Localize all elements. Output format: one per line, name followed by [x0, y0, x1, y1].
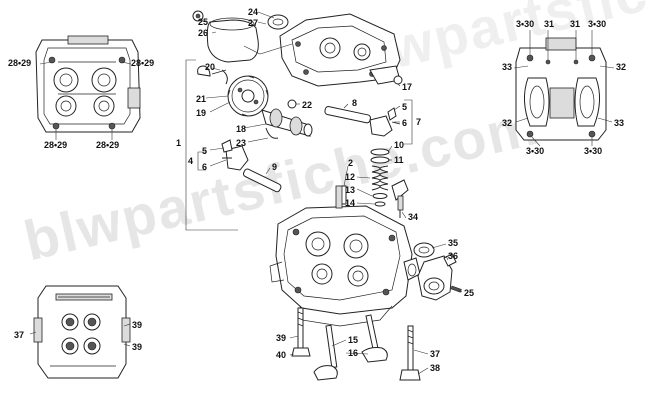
callout-label: 39 [276, 333, 287, 343]
callout-label: 12 [345, 172, 356, 182]
leader-lines [39, 61, 132, 140]
callout-label: 35 [448, 238, 459, 248]
callout-label: 13 [345, 185, 356, 195]
callout-label: 17 [402, 82, 413, 92]
callout-label: 3•30 [526, 146, 545, 156]
callout-label: 31 [544, 19, 555, 29]
callout-label: 32 [616, 62, 627, 72]
callout-label: 37 [14, 330, 25, 340]
callout-label: 6 [202, 162, 208, 172]
callout-label: 8 [352, 98, 358, 108]
callout-label: 10 [394, 140, 405, 150]
callout-label: 25 [198, 17, 209, 27]
callout-label: 4 [188, 156, 194, 166]
head-bolts-and-valves [291, 307, 421, 381]
callout-label: 24 [248, 7, 259, 17]
cylinder-head [269, 185, 421, 327]
callout-label: 19 [196, 108, 207, 118]
callout-label: 3•30 [516, 19, 535, 29]
leader-lines [343, 145, 407, 219]
callout-label: 34 [408, 212, 419, 222]
callout-label: 33 [614, 118, 625, 128]
callout-label: 6 [402, 118, 408, 128]
callout-label: 28•29 [131, 58, 155, 68]
callout-label: 18 [236, 124, 247, 134]
head-top-view-left [35, 35, 141, 133]
cam-cover-assembly [192, 10, 403, 87]
camshaft-assembly [197, 65, 401, 193]
callout-label: 3•30 [588, 19, 607, 29]
callout-label: 36 [448, 251, 459, 261]
callout-label: 32 [502, 118, 513, 128]
callout-label: 23 [236, 138, 247, 148]
callout-label: 39 [132, 320, 143, 330]
callout-label: 28•29 [44, 140, 68, 150]
callout-label: 7 [416, 117, 422, 127]
group-bracket-1 [185, 59, 238, 231]
callout-label: 40 [276, 350, 287, 360]
leader-lines [289, 335, 429, 375]
leader-lines [431, 243, 463, 293]
callout-label: 37 [430, 349, 441, 359]
leader-lines [197, 67, 413, 175]
callout-label: 28•29 [8, 58, 32, 68]
callout-label: 9 [272, 162, 278, 172]
callout-label: 26 [198, 28, 209, 38]
callout-label: 39 [132, 342, 143, 352]
callout-label: 1 [176, 138, 182, 148]
callout-label: 5 [202, 146, 208, 156]
callout-label: 27 [248, 18, 259, 28]
callout-label: 5 [402, 102, 408, 112]
head-gasket-view-left [33, 285, 131, 379]
callout-label: 33 [502, 62, 513, 72]
leader-lines [29, 323, 131, 347]
callout-label: 14 [345, 198, 356, 208]
leader-lines [197, 11, 401, 87]
callout-label: 21 [196, 94, 207, 104]
callout-label: 20 [205, 62, 216, 72]
head-bottom-view-right [515, 37, 607, 141]
callout-label: 3•30 [584, 146, 603, 156]
callout-label: 11 [394, 155, 404, 165]
callout-label: 38 [430, 363, 441, 373]
leader-lines [513, 30, 615, 147]
callout-label: 22 [302, 100, 313, 110]
callout-label: 15 [348, 335, 359, 345]
intake-housing [413, 242, 462, 301]
callout-label: 2 [348, 158, 354, 168]
callout-label: 16 [348, 348, 359, 358]
callout-label: 25 [464, 288, 475, 298]
callout-label: 31 [570, 19, 581, 29]
callout-label: 28•29 [96, 140, 120, 150]
